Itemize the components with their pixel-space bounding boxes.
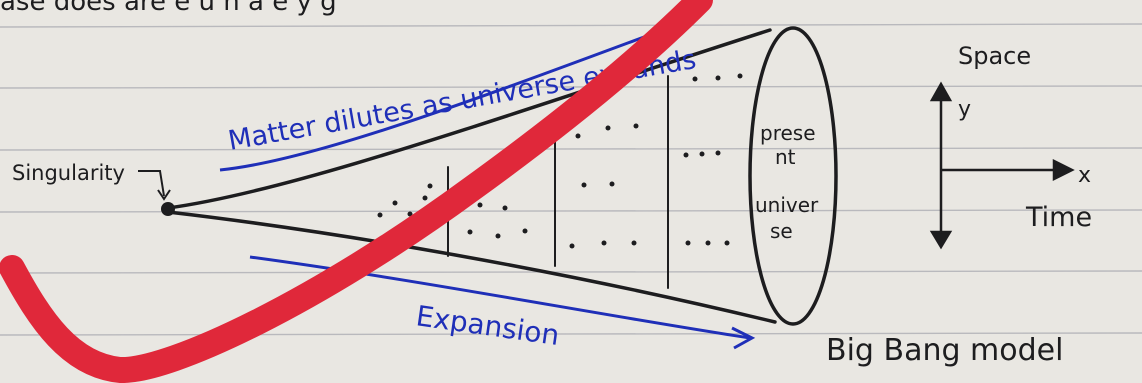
present-universe-label: prese nt univer se [755,121,819,243]
red-correction-stroke [0,0,713,383]
space-axis-label: Space [958,42,1031,70]
singularity-point [161,202,175,216]
x-axis-label: x [1078,163,1091,188]
svg-text:univer: univer [755,193,819,217]
matter-dots [377,73,743,249]
cone-lower-edge [166,210,777,324]
singularity-arrowhead [157,189,171,201]
time-axis-label: Time [1025,202,1092,233]
singularity-pointer-arrow [138,170,165,197]
matter-dilutes-arrow [219,18,691,172]
expansion-arrowhead [731,326,756,350]
svg-text:se: se [770,219,793,243]
top-cut-text: ase does are e u n a e y g [0,0,337,17]
y-axis-label: y [958,97,971,122]
present-universe-ellipse [748,26,838,326]
expansion-cone [166,26,838,326]
diagram-caption: Big Bang model [826,333,1063,368]
expansion-label: Expansion [414,299,561,352]
ruled-lines [0,23,1142,336]
svg-text:nt: nt [775,145,796,169]
singularity-label: Singularity [12,161,125,185]
expansion-arrow [249,255,751,340]
space-time-axes [929,81,1075,250]
svg-text:prese: prese [760,121,816,145]
cone-upper-edge [166,28,772,210]
